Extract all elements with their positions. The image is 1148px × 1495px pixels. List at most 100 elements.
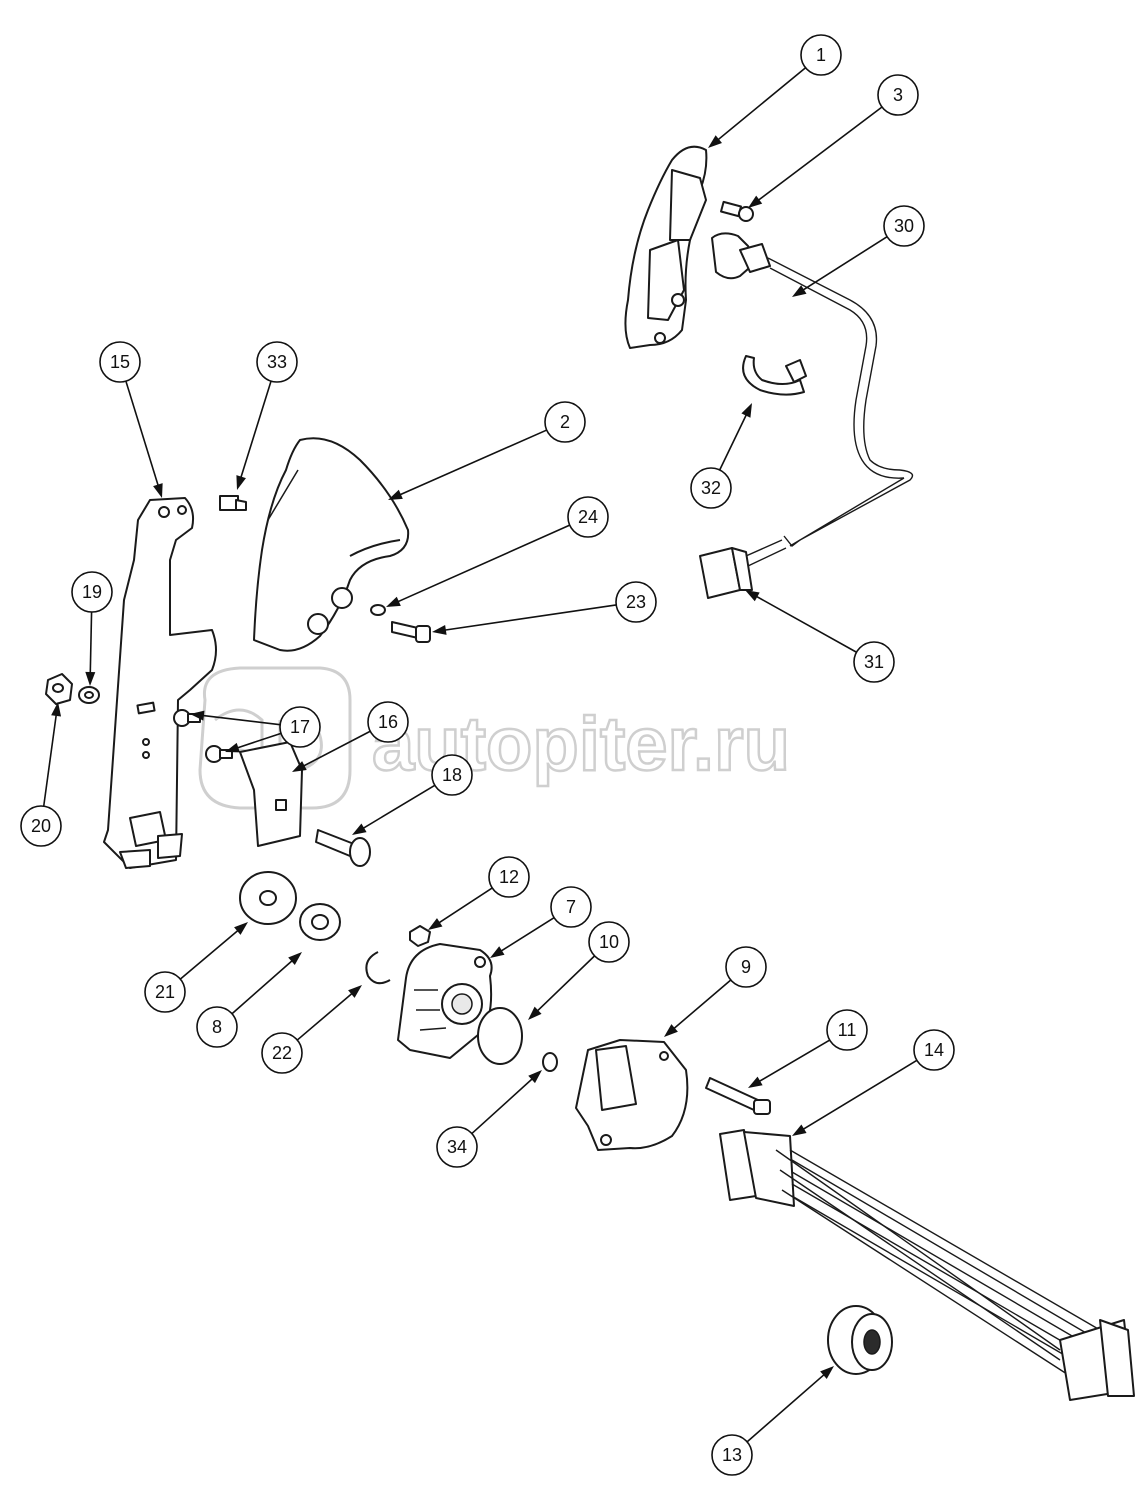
leader-arrowhead [388, 489, 403, 500]
part-sensor-9 [575, 1039, 689, 1151]
callout-balloon [256, 341, 298, 383]
callout-number: 8 [212, 1017, 222, 1037]
callout-balloon [800, 34, 842, 76]
leader-line [125, 380, 161, 493]
callout-number: 22 [272, 1043, 292, 1063]
leader-arrowhead [528, 1070, 542, 1084]
callout-number: 34 [447, 1137, 467, 1157]
leader-line [195, 713, 281, 726]
callout-13: 13 [711, 1366, 834, 1476]
leader-arrowhead [748, 195, 763, 208]
callout-7: 7 [490, 886, 592, 958]
callout-balloon [279, 706, 321, 748]
callout-16: 16 [292, 701, 409, 772]
callout-24: 24 [386, 496, 609, 607]
callout-balloon [877, 74, 919, 116]
part-washer-34 [542, 1052, 558, 1072]
leader-arrowhead [490, 946, 505, 958]
callout-balloon [431, 754, 473, 796]
callout-number: 21 [155, 982, 175, 1002]
leader-line [231, 955, 299, 1015]
part-washer-8 [299, 903, 341, 941]
leader-line [494, 916, 555, 956]
part-cable-30 [711, 232, 914, 547]
callout-30: 30 [792, 205, 925, 297]
leader-line [668, 979, 732, 1034]
leader-line [393, 429, 548, 499]
leader-arrowhead [234, 922, 248, 935]
part-harness-14 [719, 1129, 1135, 1401]
callout-number: 16 [378, 712, 398, 732]
leader-arrowhead [348, 985, 362, 998]
callout-balloon [883, 205, 925, 247]
leader-line [238, 380, 272, 485]
callout-9: 9 [664, 946, 767, 1037]
leader-arrowhead [708, 135, 722, 148]
part-bolt-23 [391, 621, 431, 643]
leader-arrowhead [432, 625, 447, 635]
callout-10: 10 [528, 921, 630, 1020]
leader-line [718, 408, 751, 471]
leader-arrowhead [386, 596, 401, 607]
part-nut-20 [45, 673, 73, 705]
callout-number: 20 [31, 816, 51, 836]
callout-number: 33 [267, 352, 287, 372]
callout-number: 31 [864, 652, 884, 672]
part-oring-10 [477, 1007, 523, 1065]
callout-number: 30 [894, 216, 914, 236]
callout-32: 32 [690, 403, 752, 509]
part-cover-2 [253, 437, 410, 652]
leader-arrowhead [352, 823, 367, 835]
callout-number: 23 [626, 592, 646, 612]
callout-balloon [367, 701, 409, 743]
callout-balloon [550, 886, 592, 928]
callout-23: 23 [432, 581, 657, 635]
leader-line [796, 236, 888, 295]
leader-arrowhead [236, 475, 246, 490]
leader-line [432, 887, 493, 928]
leader-arrowhead [792, 285, 807, 297]
leader-arrowhead [792, 1124, 807, 1136]
leader-arrowhead [292, 761, 307, 772]
part-washer-24 [370, 604, 386, 616]
leader-line [531, 955, 596, 1017]
leader-line [296, 988, 358, 1041]
callout-3: 3 [748, 74, 919, 208]
callout-15: 15 [99, 341, 163, 498]
leader-arrowhead [748, 1076, 763, 1088]
callout-34: 34 [436, 1070, 542, 1168]
callout-number: 2 [560, 412, 570, 432]
callout-number: 32 [701, 478, 721, 498]
part-screw-11 [705, 1077, 771, 1115]
callout-21: 21 [144, 922, 248, 1013]
callout-balloon [913, 1029, 955, 1071]
callout-19: 19 [71, 571, 113, 686]
callout-1: 1 [708, 34, 842, 148]
leader-arrowhead [190, 710, 205, 721]
callout-balloon [196, 1006, 238, 1048]
callout-balloon [436, 1126, 478, 1168]
leader-arrowhead [153, 483, 163, 498]
leader-line [471, 1073, 539, 1135]
callout-balloon [20, 805, 62, 847]
part-pins-17 [173, 709, 233, 763]
callout-balloon [711, 1434, 753, 1476]
leader-arrowhead [664, 1024, 678, 1037]
callout-22: 22 [261, 985, 362, 1074]
leader-arrowhead [428, 918, 443, 930]
callout-number: 10 [599, 932, 619, 952]
leader-line [437, 604, 617, 632]
part-screw-33 [219, 495, 247, 511]
leader-line [752, 106, 883, 206]
part-bracket-15 [103, 497, 217, 869]
callout-number: 1 [816, 45, 826, 65]
callout-number: 24 [578, 507, 598, 527]
callout-balloon [144, 971, 186, 1013]
callout-balloon [615, 581, 657, 623]
leader-line [356, 784, 436, 833]
leader-line [296, 730, 371, 770]
callout-number: 17 [290, 717, 310, 737]
leader-arrowhead [85, 671, 96, 686]
part-handle [624, 145, 708, 349]
